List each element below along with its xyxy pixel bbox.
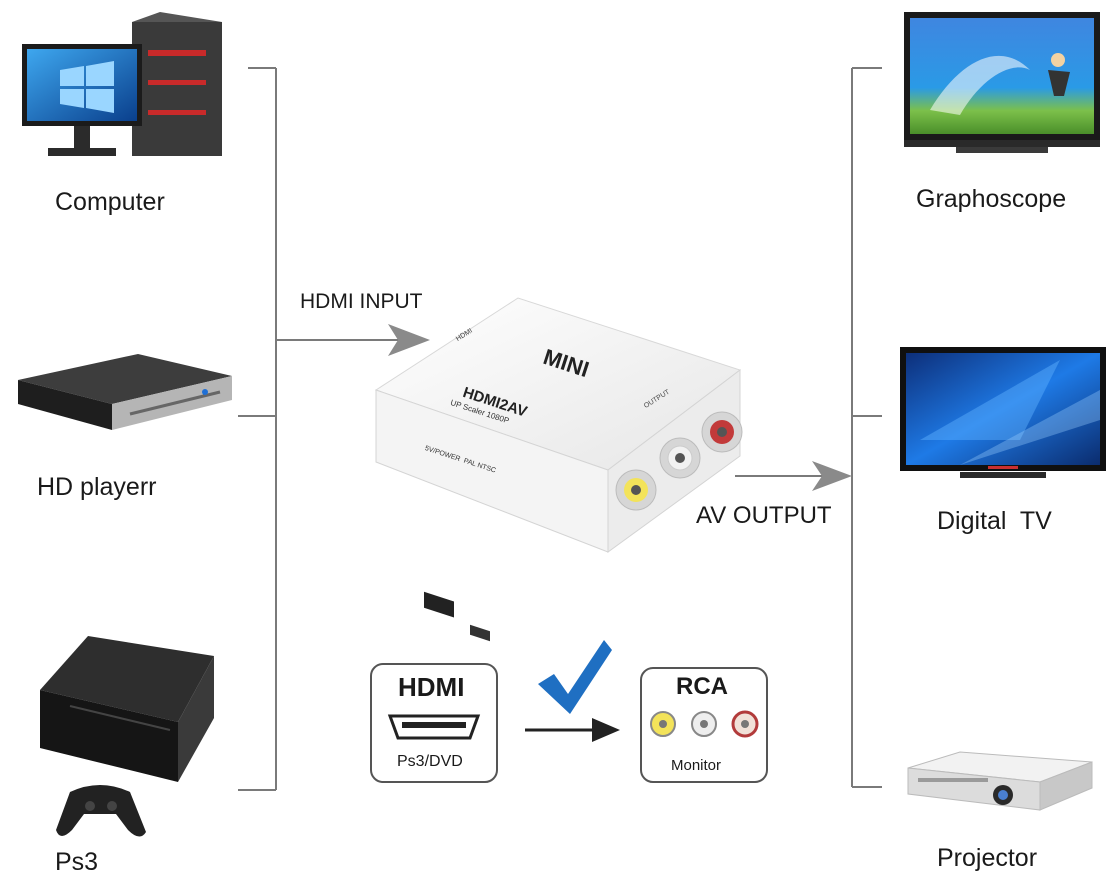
hdmi-legend-card (370, 663, 498, 783)
av-output-arrow (812, 461, 852, 491)
hdmi-legend-caption: Ps3/DVD (397, 753, 463, 770)
graphoscope-label: Graphoscope (916, 185, 1067, 213)
digital-tv-label: Digital TV (937, 507, 1052, 535)
hd-player-icon (18, 354, 232, 430)
rca-port-red (701, 411, 743, 453)
projector-icon (907, 751, 1093, 811)
legend-arrow (525, 718, 620, 742)
ps3-label: Ps3 (55, 848, 99, 876)
hdmi-input-label: HDMI INPUT (300, 290, 423, 313)
hdmi-input-arrow (388, 324, 430, 356)
projector-label: Projector (937, 844, 1038, 872)
output-bracket (735, 67, 882, 788)
rca-legend-caption: Monitor (671, 757, 722, 774)
computer-icon (22, 12, 222, 156)
rca-port-white (659, 437, 701, 479)
computer-label: Computer (55, 188, 165, 216)
graphoscope-icon (904, 12, 1100, 153)
rca-legend-card (640, 667, 768, 783)
ps3-icon (40, 636, 214, 782)
rca-legend-title: RCA (676, 673, 728, 700)
source-bracket (238, 67, 405, 791)
digital-tv-icon (900, 347, 1106, 478)
rca-port-yellow (615, 469, 657, 511)
gamepad-icon (56, 785, 146, 837)
hd-player-label: HD playerr (37, 473, 157, 501)
hdmi-legend-title: HDMI (398, 672, 465, 702)
av-output-label: AV OUTPUT (696, 502, 832, 529)
check-icon (538, 640, 612, 714)
